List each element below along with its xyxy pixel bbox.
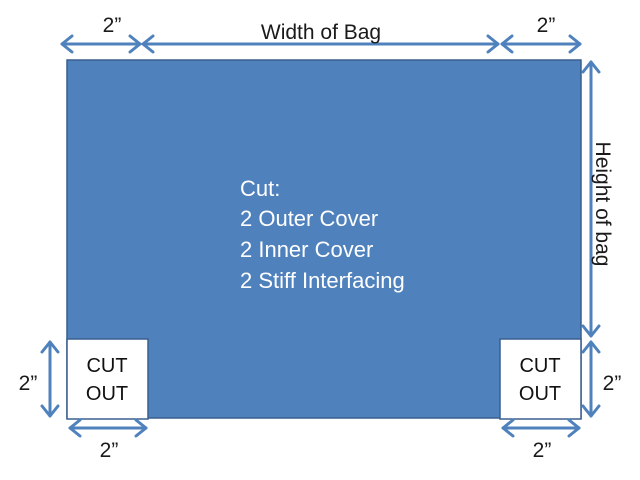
cutout-left-label-line1: CUT (86, 355, 127, 377)
label-height-of-bag: Height of bag (591, 142, 614, 267)
label-right-cutout-height: 2” (603, 372, 622, 395)
cut-line-inner-cover: 2 Inner Cover (240, 237, 373, 262)
cutout-right (499, 338, 582, 420)
cutout-left (66, 338, 149, 420)
cutout-right-label-line1: CUT (519, 355, 560, 377)
bottom-dimension-arrows (68, 418, 581, 438)
label-bottom-right-margin: 2” (533, 439, 552, 462)
label-top-right-margin: 2” (537, 14, 556, 37)
left-cutout-height-arrow (40, 340, 60, 418)
cut-heading: Cut: (240, 176, 280, 201)
top-dimension-arrows (60, 34, 582, 54)
right-dimension-arrows (581, 60, 601, 418)
label-left-cutout-height: 2” (19, 372, 38, 395)
label-bottom-left-margin: 2” (100, 439, 119, 462)
label-width-of-bag: Width of Bag (261, 21, 381, 44)
cut-line-outer-cover: 2 Outer Cover (240, 206, 378, 231)
cut-line-stiff-interfacing: 2 Stiff Interfacing (240, 268, 405, 293)
label-top-left-margin: 2” (103, 14, 122, 37)
cutout-left-label-line2: OUT (86, 383, 128, 405)
cutout-right-label-line2: OUT (519, 383, 561, 405)
fabric-panel (66, 59, 582, 419)
